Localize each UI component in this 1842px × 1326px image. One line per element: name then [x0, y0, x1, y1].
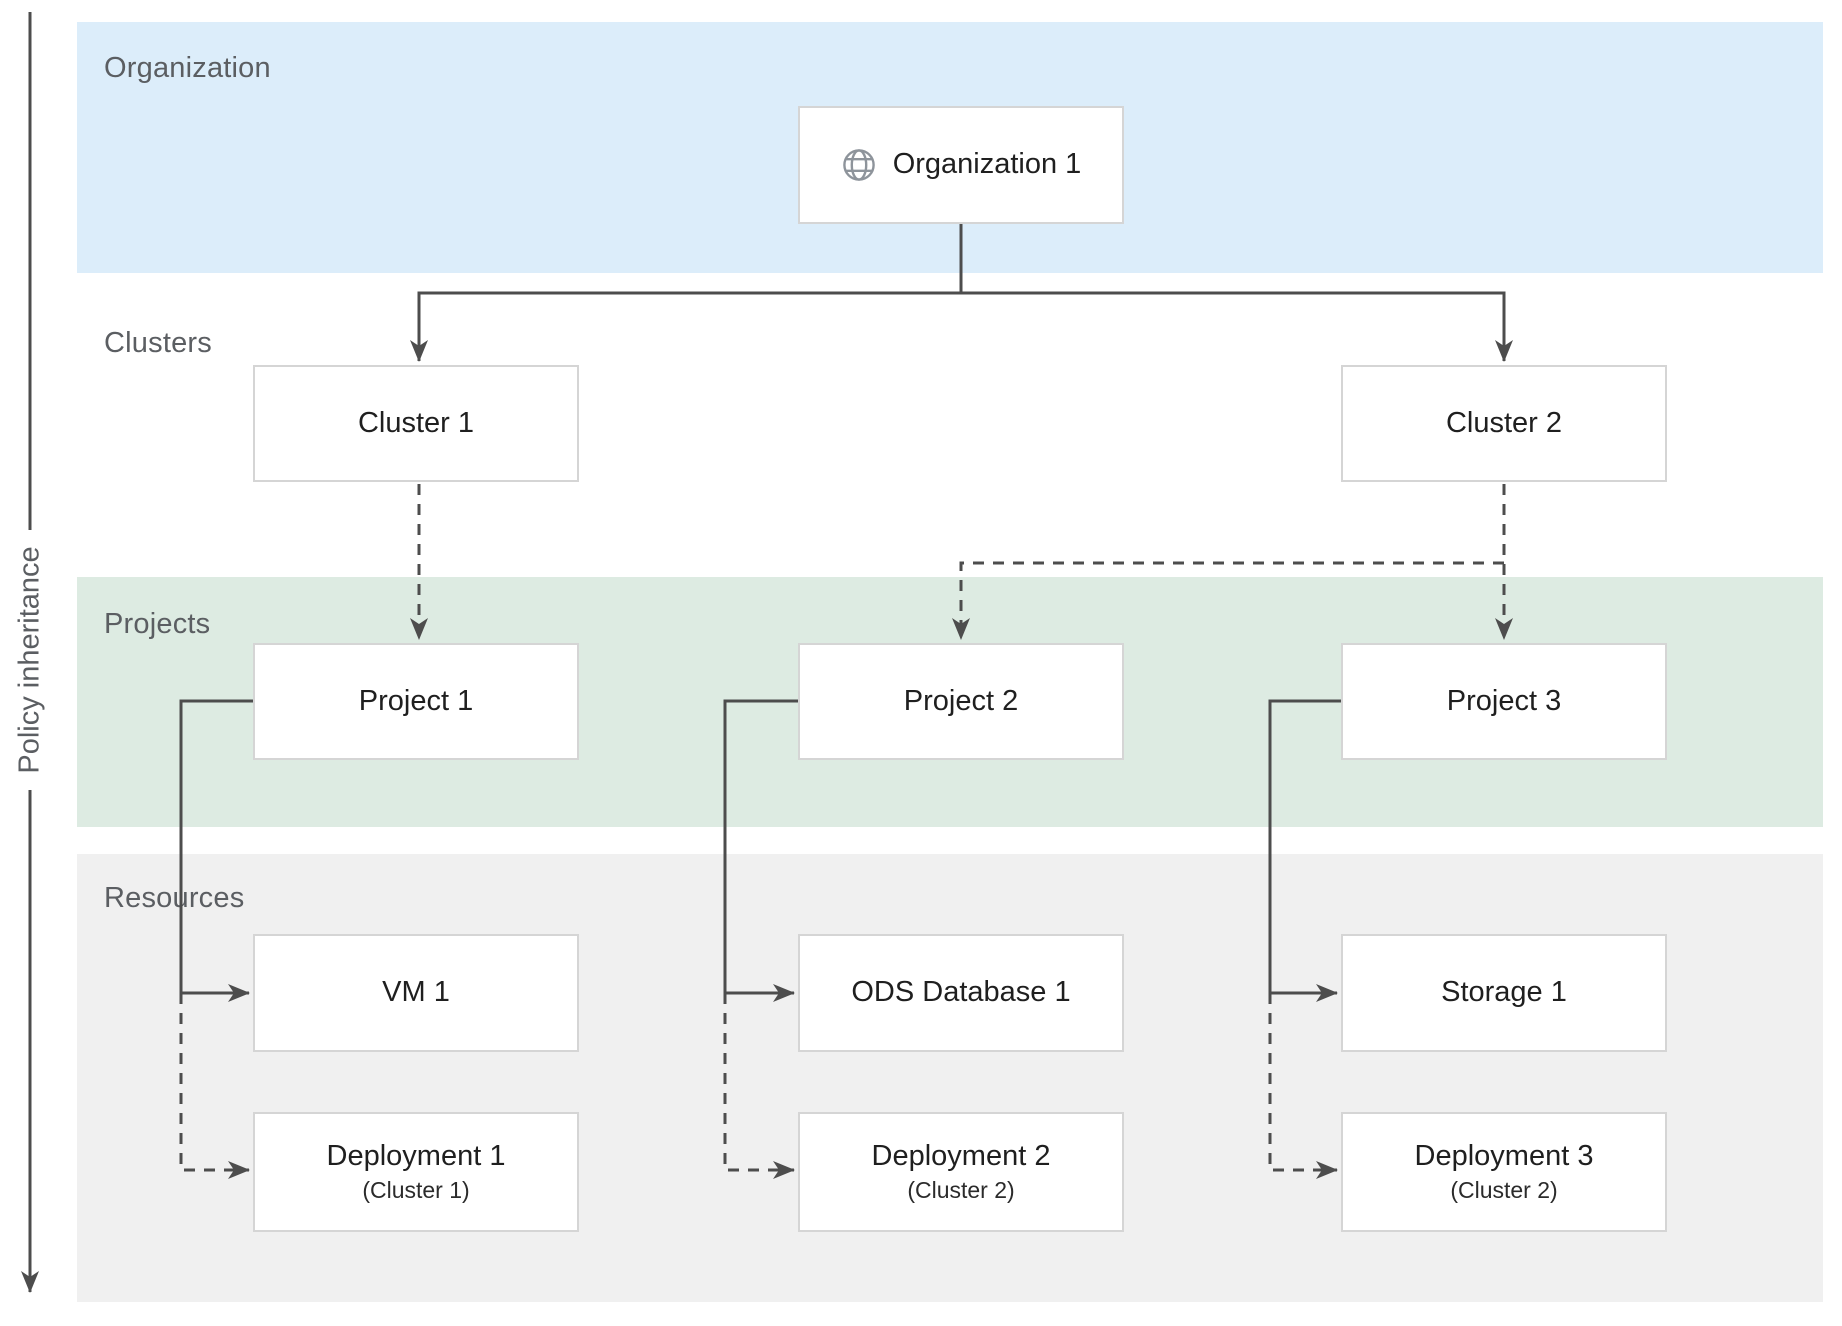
- node-ods-database-1: ODS Database 1: [798, 934, 1124, 1052]
- edge-org-to-cluster2: [961, 291, 1513, 362]
- node-cluster-1: Cluster 1: [253, 365, 579, 482]
- node-sublabel: (Cluster 2): [907, 1176, 1015, 1203]
- node-project-1: Project 1: [253, 643, 579, 760]
- node-label: Cluster 1: [357, 406, 475, 439]
- node-cluster-2: Cluster 2: [1341, 365, 1667, 482]
- node-deployment-3: Deployment 3 (Cluster 2): [1341, 1112, 1667, 1232]
- node-deployment-1: Deployment 1 (Cluster 1): [253, 1112, 579, 1232]
- node-label: ODS Database 1: [851, 976, 1071, 1009]
- node-label: VM 1: [382, 976, 450, 1009]
- node-label: Deployment 3: [1414, 1139, 1594, 1172]
- projects-band-label: Projects: [104, 608, 211, 640]
- node-deployment-2: Deployment 2 (Cluster 2): [798, 1112, 1124, 1232]
- node-label: Project 3: [1446, 684, 1562, 717]
- node-vm-1: VM 1: [253, 934, 579, 1052]
- node-label: Cluster 2: [1445, 406, 1563, 439]
- node-label: Organization 1: [892, 148, 1082, 181]
- node-label: Storage 1: [1441, 976, 1567, 1009]
- node-storage-1: Storage 1: [1341, 934, 1667, 1052]
- node-label: Project 1: [358, 684, 474, 717]
- globe-icon: [842, 149, 875, 181]
- clusters-band-label: Clusters: [104, 327, 212, 359]
- node-label: Project 2: [903, 684, 1019, 717]
- node-label: Deployment 2: [871, 1139, 1051, 1172]
- node-sublabel: (Cluster 2): [1450, 1176, 1558, 1203]
- node-project-3: Project 3: [1341, 643, 1667, 760]
- organization-band-label: Organization: [104, 52, 271, 84]
- resources-band-label: Resources: [104, 882, 245, 914]
- policy-inheritance-label: Policy inheritance: [13, 546, 46, 774]
- node-label: Deployment 1: [326, 1139, 506, 1172]
- node-sublabel: (Cluster 1): [362, 1176, 470, 1203]
- resources-band: [77, 854, 1823, 1302]
- node-project-2: Project 2: [798, 643, 1124, 760]
- node-organization-1: Organization 1: [798, 106, 1124, 224]
